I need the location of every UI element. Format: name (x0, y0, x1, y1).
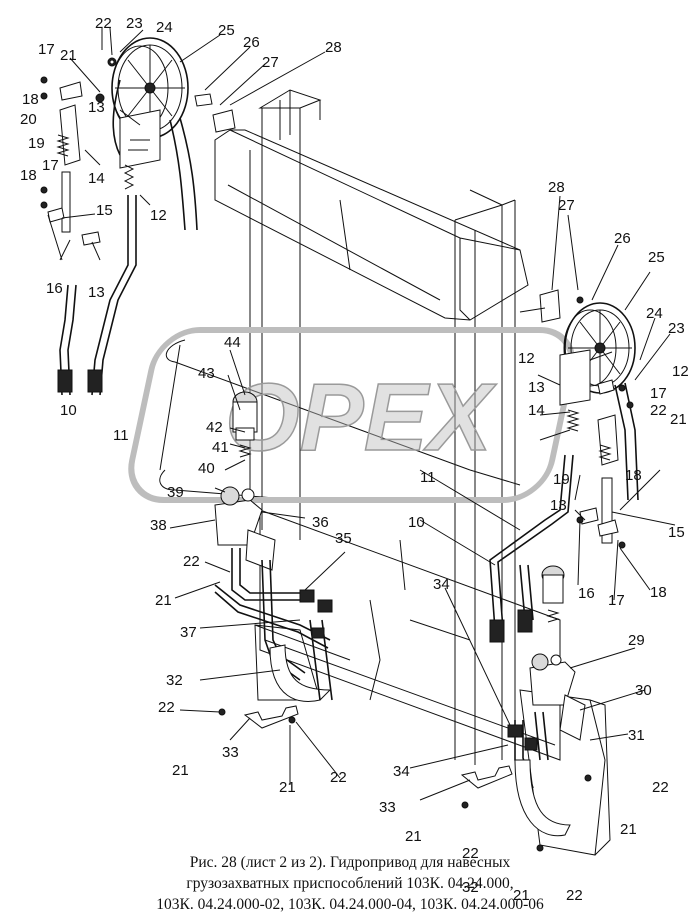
part-labels: 22 23 24 25 26 27 28 17 21 18 20 13 19 1… (20, 15, 689, 904)
part-label: 16 (46, 280, 63, 297)
part-label: 18 (650, 584, 667, 601)
part-label: 28 (325, 39, 342, 56)
part-label: 41 (212, 439, 229, 456)
part-label: 37 (180, 624, 197, 641)
part-label: 25 (218, 22, 235, 39)
part-label: 34 (433, 576, 450, 593)
part-label: 22 (652, 779, 669, 796)
part-label: 19 (28, 135, 45, 152)
part-label: 11 (420, 469, 436, 486)
part-label: 31 (628, 727, 645, 744)
part-label: 13 (550, 497, 567, 514)
part-label: 15 (96, 202, 113, 219)
part-label: 22 (650, 402, 667, 419)
part-label: 27 (558, 197, 575, 214)
part-label: 44 (224, 334, 241, 351)
part-label: 33 (222, 744, 239, 761)
part-label: 28 (548, 179, 565, 196)
caption-line-2: грузозахватных приспособлений 103К. 04.2… (186, 875, 514, 892)
part-label: 11 (113, 427, 129, 444)
part-label: 27 (262, 54, 279, 71)
part-label: 30 (635, 682, 652, 699)
caption-line-1: Рис. 28 (лист 2 из 2). Гидропривод для н… (189, 854, 511, 871)
part-label: 26 (243, 34, 260, 51)
part-label: 21 (405, 828, 422, 845)
part-label: 18 (20, 167, 37, 184)
part-label: 14 (88, 170, 105, 187)
part-label: 34 (393, 763, 410, 780)
part-label: 19 (553, 471, 570, 488)
part-label: 23 (126, 15, 143, 32)
part-label: 13 (88, 99, 105, 116)
caption-line-3: 103К. 04.24.000-02, 103К. 04.24.000-04, … (156, 896, 544, 913)
part-label: 32 (462, 879, 479, 896)
part-label: 14 (528, 402, 545, 419)
part-label: 15 (668, 524, 685, 541)
upper-right-pulley (489, 289, 639, 643)
part-label: 24 (156, 19, 173, 36)
part-label: 25 (648, 249, 665, 266)
part-label: 22 (183, 553, 200, 570)
part-label: 18 (22, 91, 39, 108)
part-label: 17 (608, 592, 625, 609)
part-label: 22 (330, 769, 347, 786)
part-label: 21 (172, 762, 189, 779)
part-label: 21 (155, 592, 172, 609)
part-label: 26 (614, 230, 631, 247)
part-label: 17 (42, 157, 59, 174)
leader-lines (47, 27, 676, 801)
part-label: 10 (60, 402, 77, 419)
valve-block-29 (460, 565, 592, 852)
part-label: 17 (38, 41, 55, 58)
part-label: 21 (620, 821, 637, 838)
part-label: 43 (198, 365, 215, 382)
watermark: OPEX (128, 327, 576, 503)
part-label: 22 (158, 699, 175, 716)
part-label: 38 (150, 517, 167, 534)
upper-left-pulley (40, 37, 236, 396)
part-label: 12 (672, 363, 689, 380)
part-label: 16 (578, 585, 595, 602)
part-label: 42 (206, 419, 223, 436)
part-label: 12 (518, 350, 535, 367)
part-label: 21 (513, 887, 530, 904)
part-label: 22 (566, 887, 583, 904)
part-label: 39 (167, 484, 184, 501)
part-label: 32 (166, 672, 183, 689)
part-label: 21 (60, 47, 77, 64)
part-label: 22 (462, 845, 479, 862)
part-label: 29 (628, 632, 645, 649)
part-label: 36 (312, 514, 329, 531)
part-label: 12 (150, 207, 167, 224)
mast-frame (159, 89, 611, 856)
part-label: 21 (670, 411, 687, 428)
part-label: 23 (668, 320, 685, 337)
part-label: 13 (88, 284, 105, 301)
part-label: 20 (20, 111, 37, 128)
part-label: 13 (528, 379, 545, 396)
part-label: 18 (625, 467, 642, 484)
part-label: 17 (650, 385, 667, 402)
part-label: 22 (95, 15, 112, 32)
watermark-text: OPEX (225, 364, 497, 471)
part-label: 10 (408, 514, 425, 531)
part-label: 33 (379, 799, 396, 816)
figure-caption: Рис. 28 (лист 2 из 2). Гидропривод для н… (0, 852, 700, 915)
part-label: 35 (335, 530, 352, 547)
part-label: 40 (198, 460, 215, 477)
part-label: 21 (279, 779, 296, 796)
part-label: 24 (646, 305, 663, 322)
